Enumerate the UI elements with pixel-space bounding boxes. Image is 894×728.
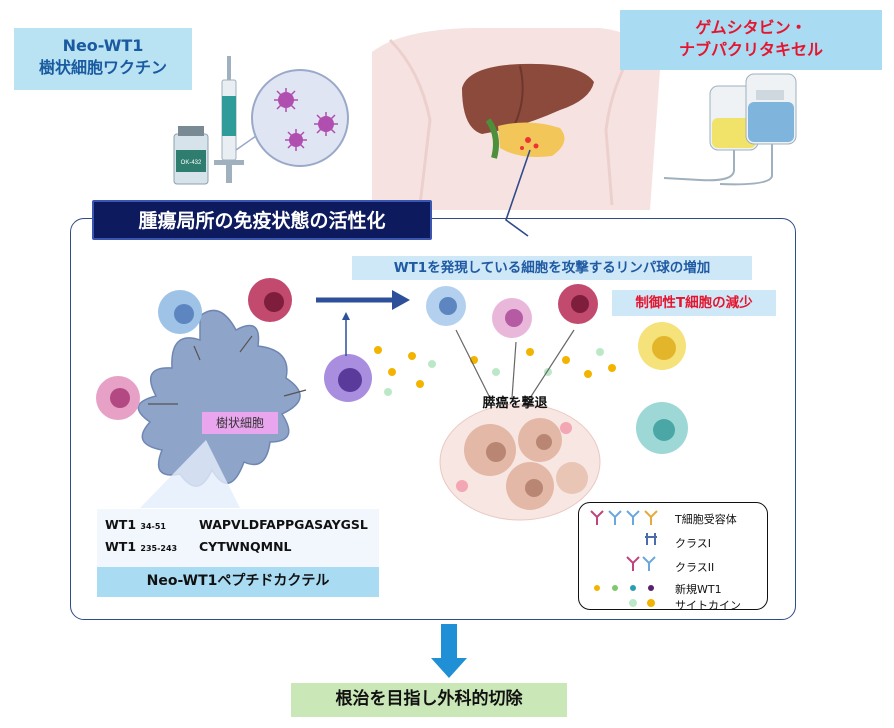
peptide-row: WT1 34-51 WAPVLDFAPPGASAYGSL: [105, 517, 368, 532]
vaccine-line1: Neo-WT1: [62, 36, 144, 55]
curative-surgery-label: 根治を目指し外科的切除: [291, 683, 567, 717]
tumor-cluster: [439, 403, 601, 521]
class2-legend-icon: [626, 556, 656, 571]
peptide-row: WT1 235-243 CYTWNQMNL: [105, 539, 292, 554]
vaccine-label: Neo-WT1 樹状細胞ワクチン: [14, 28, 192, 90]
peptide-cocktail-label: Neo-WT1ペプチドカクテル: [97, 567, 379, 597]
vial-label: OK-432: [181, 160, 202, 166]
dendritic-cell-label: 樹状細胞: [202, 412, 278, 434]
legend-class2: クラスII: [675, 561, 715, 574]
tcr-legend-icon: [590, 510, 658, 525]
treg-decrease-label: 制御性T細胞の減少: [612, 290, 776, 316]
dc-magnifier: [235, 69, 349, 167]
vial-icon: OK-432: [173, 126, 209, 185]
legend: T細胞受容体 クラスI クラスII 新規WT1 サイトカイン: [578, 502, 768, 612]
new-wt1-legend-dots: [594, 585, 654, 591]
legend-new-wt1: 新規WT1: [675, 583, 722, 596]
legend-symbols: [590, 510, 658, 607]
lymphocyte-increase-label: WT1を発現している細胞を攻撃するリンパ球の増加: [352, 256, 752, 280]
down-arrow: [431, 624, 467, 678]
activation-title: 腫瘍局所の免疫状態の活性化: [92, 200, 432, 240]
pancreas-icon: [485, 118, 565, 159]
chemo-line2: ナブパクリタキセル: [678, 39, 823, 59]
cytokine-legend-dots: [629, 599, 655, 607]
legend-tcr: T細胞受容体: [675, 513, 737, 526]
legend-class1: クラスI: [675, 537, 712, 550]
legend-cytokine: サイトカイン: [675, 599, 741, 612]
chemo-line1: ゲムシタビン・: [695, 18, 807, 37]
pointer-line: [505, 149, 531, 237]
syringe-icon: [214, 56, 244, 183]
peptide-list: WT1 34-51 WAPVLDFAPPGASAYGSL WT1 235-243…: [97, 509, 379, 567]
dendritic-cell-shape: [137, 309, 301, 487]
chemo-label: ゲムシタビン・ ナブパクリタキセル: [620, 10, 882, 70]
tumor-regression-label: 膵癌を撃退: [482, 396, 548, 411]
main-arrow: [316, 290, 410, 356]
class1-legend-icon: [645, 533, 657, 545]
iv-bag-icon: [663, 73, 797, 186]
vaccine-line2: 樹状細胞ワクチン: [38, 57, 167, 77]
cytokine-dots: [374, 346, 616, 396]
